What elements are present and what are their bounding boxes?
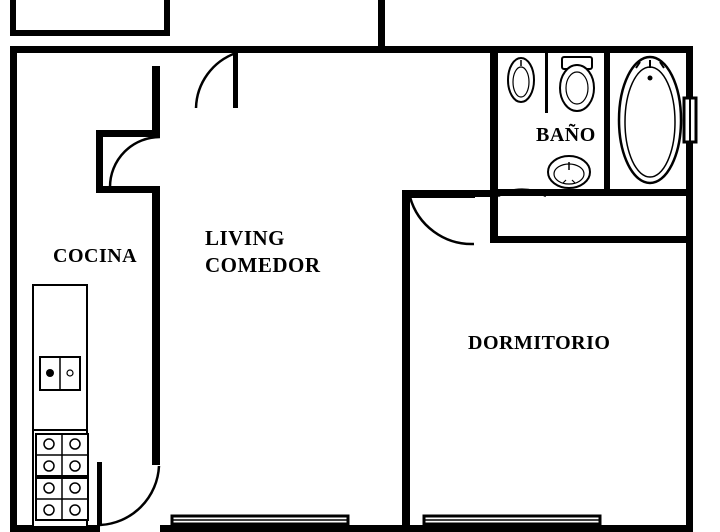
bidet-fixture: [507, 57, 535, 103]
room-label-living-line1: LIVING: [205, 226, 286, 250]
wall-bano-bottom: [490, 189, 615, 196]
wall-kitchen-jog-vertical: [96, 130, 103, 192]
door-swing-dormitorio: [407, 194, 475, 246]
door-swing-kitchen: [108, 135, 161, 188]
wall-kitchen-jog-top: [96, 130, 160, 137]
room-label-dormitorio: DORMITORIO: [468, 332, 611, 354]
washbasin-fixture: [547, 155, 591, 189]
wall-bottom-left: [10, 525, 100, 532]
wall-left-exterior: [10, 46, 17, 532]
room-label-living-line2: COMEDOR: [205, 253, 321, 277]
door-swing-kitchen-lower: [97, 462, 161, 527]
wall-living-dormitorio: [402, 190, 410, 532]
wall-top-center-vertical: [378, 0, 385, 46]
wall-kitchen-jog-bottom: [96, 186, 160, 193]
room-label-cocina: COCINA: [53, 245, 138, 267]
wall-bano-partition: [545, 53, 548, 113]
room-label-bano: BAÑO: [536, 124, 596, 146]
window-living: [170, 514, 350, 526]
wall-right-exterior: [686, 46, 693, 236]
wall-top-left-horizontal: [10, 30, 170, 36]
bathtub-fixture: [617, 55, 683, 185]
kitchen-sink-fixture: [39, 356, 81, 391]
wall-bottom-dormitorio: [410, 525, 693, 532]
wall-top-main: [10, 46, 693, 53]
wall-dormitorio-upper-horizontal: [490, 236, 690, 243]
wall-kitchen-living-upper: [152, 66, 160, 136]
toilet-fixture: [559, 56, 595, 112]
wall-bano-bottom-right: [609, 189, 693, 196]
wall-bottom-living: [160, 525, 410, 532]
wall-top-left-vertical: [10, 0, 16, 30]
wall-bano-left: [490, 53, 498, 196]
stove-fixture: [35, 433, 89, 521]
window-dormitorio: [422, 514, 602, 526]
wall-bano-inner-divider: [604, 53, 610, 196]
door-swing-living-entry: [194, 50, 238, 109]
wall-dormitorio-head-jog: [490, 190, 498, 242]
kitchen-counter-fixture: [32, 284, 88, 528]
wall-dormitorio-head: [402, 190, 498, 197]
wall-kitchen-living-lower: [152, 190, 160, 465]
wall-right-exterior-lower: [686, 236, 693, 532]
wall-top-left-vertical-2: [164, 0, 170, 36]
